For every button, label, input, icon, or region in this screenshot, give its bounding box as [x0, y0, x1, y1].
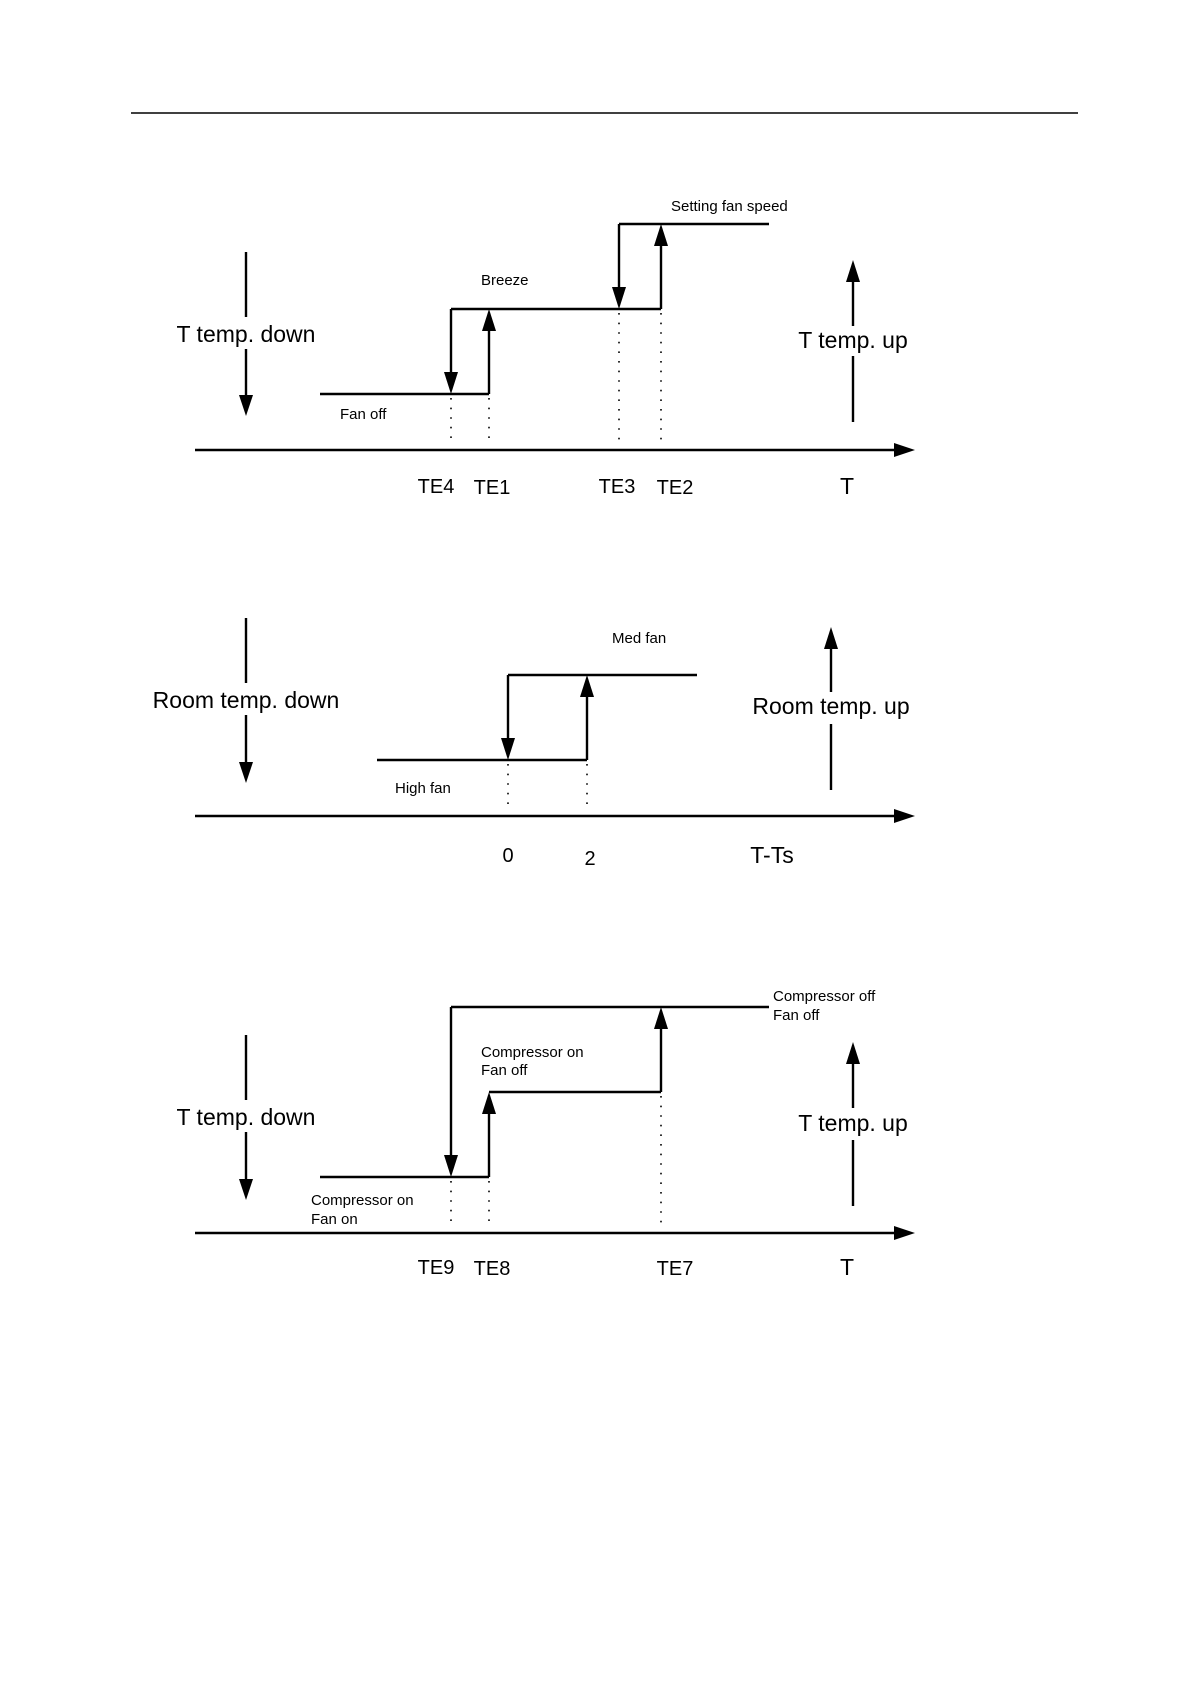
left-label: T temp. down [177, 1104, 316, 1130]
axis-label: T [840, 473, 854, 499]
axis-label: T-Ts [750, 842, 793, 868]
diagram-fan-control-2: Room temp. down Room temp. up Med fan Hi… [153, 618, 915, 870]
level-label-bottom: Fan off [340, 406, 387, 423]
right-label: Room temp. up [752, 693, 909, 719]
arrowhead-0-down [501, 738, 515, 760]
right-label: T temp. up [798, 1110, 908, 1136]
arrowhead-te4-down [444, 372, 458, 394]
level-label-bottom-line1: Compressor on [311, 1192, 414, 1209]
level-label-top-line2: Fan off [773, 1007, 820, 1024]
level-label-top: Setting fan speed [671, 198, 788, 215]
left-label: T temp. down [177, 321, 316, 347]
arrowhead-te9-down [444, 1155, 458, 1177]
level-label-top-line1: Compressor off [773, 988, 876, 1005]
temp-up-arrowhead [846, 1042, 860, 1064]
axis-label: T [840, 1254, 854, 1280]
right-label: T temp. up [798, 327, 908, 353]
tick-te3: TE3 [599, 476, 636, 498]
tick-te4: TE4 [418, 476, 455, 498]
level-label-middle-line2: Fan off [481, 1062, 528, 1079]
level-label-middle-line1: Compressor on [481, 1044, 584, 1061]
temp-down-arrowhead [239, 762, 253, 783]
diagram-compressor-control: T temp. down T temp. up Compressor off F… [177, 988, 915, 1280]
diagram-fan-control-1: T temp. down T temp. up Setting fan spee… [177, 198, 915, 499]
tick-te8: TE8 [474, 1258, 511, 1280]
left-label: Room temp. down [153, 687, 340, 713]
tick-te9: TE9 [418, 1257, 455, 1279]
tick-0: 0 [502, 845, 513, 867]
x-axis-arrowhead [894, 443, 915, 457]
temp-up-arrowhead [824, 627, 838, 649]
arrowhead-te1-up [482, 309, 496, 331]
x-axis-arrowhead [894, 1226, 915, 1240]
temp-down-arrowhead [239, 1179, 253, 1200]
tick-2: 2 [584, 848, 595, 870]
tick-te1: TE1 [474, 477, 511, 499]
x-axis-arrowhead [894, 809, 915, 823]
level-label-bottom: High fan [395, 780, 451, 797]
tick-te2: TE2 [657, 477, 694, 499]
tick-te7: TE7 [657, 1258, 694, 1280]
arrowhead-te8-up [482, 1092, 496, 1114]
arrowhead-te7-up [654, 1007, 668, 1029]
arrowhead-te3-down [612, 287, 626, 309]
arrowhead-te2-up [654, 224, 668, 246]
level-label-middle: Breeze [481, 272, 529, 289]
level-label-top: Med fan [612, 630, 666, 647]
arrowhead-2-up [580, 675, 594, 697]
level-label-bottom-line2: Fan on [311, 1211, 358, 1228]
temp-up-arrowhead [846, 260, 860, 282]
temp-down-arrowhead [239, 395, 253, 416]
